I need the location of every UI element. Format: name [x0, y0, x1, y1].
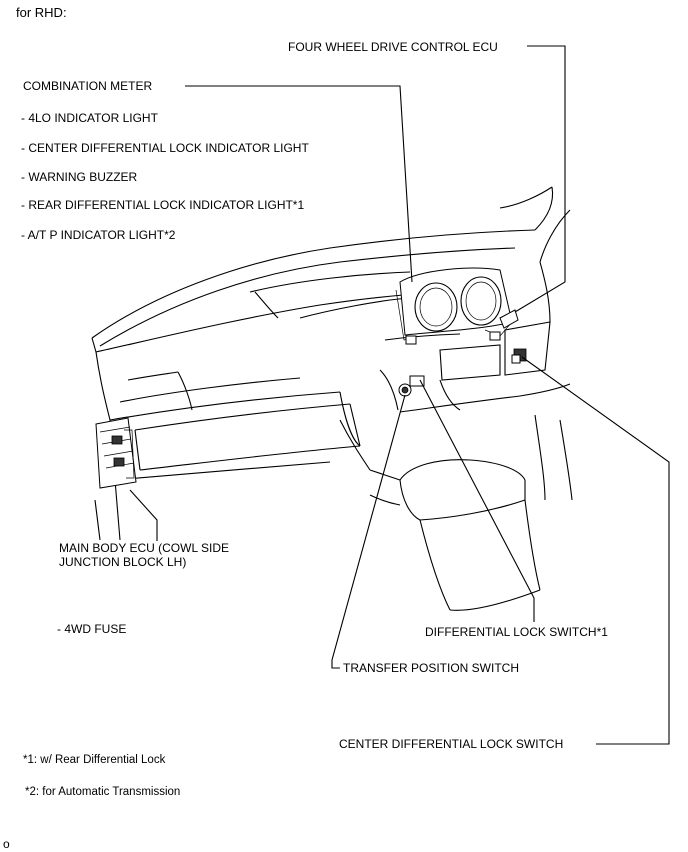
label-center-differential-lock-switch: CENTER DIFFERENTIAL LOCK SWITCH [339, 737, 564, 751]
footnote-1: *1: w/ Rear Differential Lock [23, 754, 166, 766]
label-4wd-fuse: - 4WD FUSE [57, 622, 127, 636]
footnote-2: *2: for Automatic Transmission [25, 786, 181, 798]
corner-mark: o [3, 837, 10, 851]
page-title: for RHD: [16, 5, 67, 20]
label-combination-meter: COMBINATION METER [23, 79, 153, 93]
label-4lo-indicator-light: - 4LO INDICATOR LIGHT [21, 111, 158, 125]
label-warning-buzzer: - WARNING BUZZER [21, 170, 138, 184]
label-main-body-ecu-line2: JUNCTION BLOCK LH) [59, 555, 187, 569]
label-differential-lock-switch: DIFFERENTIAL LOCK SWITCH*1 [425, 625, 608, 639]
label-center-diff-lock-indicator: - CENTER DIFFERENTIAL LOCK INDICATOR LIG… [21, 141, 309, 155]
label-at-p-indicator-light: - A/T P INDICATOR LIGHT*2 [21, 228, 176, 242]
label-four-wheel-drive-control-ecu: FOUR WHEEL DRIVE CONTROL ECU [288, 40, 498, 54]
label-rear-diff-lock-indicator: - REAR DIFFERENTIAL LOCK INDICATOR LIGHT… [21, 198, 305, 212]
label-transfer-position-switch: TRANSFER POSITION SWITCH [343, 661, 520, 675]
label-main-body-ecu-line1: MAIN BODY ECU (COWL SIDE [59, 541, 230, 555]
